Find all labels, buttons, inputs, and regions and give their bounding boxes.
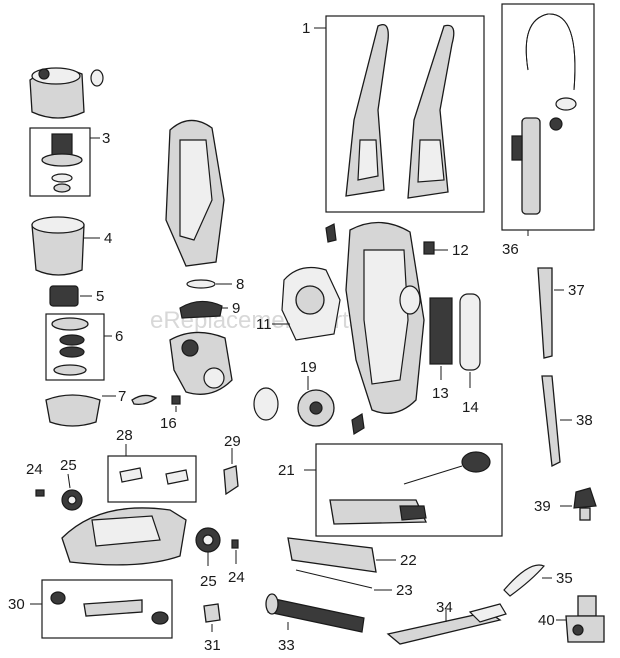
nozzle-hose[interactable] (403, 451, 491, 485)
screw-16[interactable] (171, 395, 181, 405)
separator-assembly-box (45, 313, 105, 381)
label-4: 4 (104, 230, 112, 247)
turbo-tool[interactable] (565, 595, 605, 643)
label-21: 21 (278, 462, 295, 479)
label-13: 13 (432, 385, 449, 402)
agitator-assembly-box (41, 579, 173, 639)
label-19: 19 (300, 359, 317, 376)
filter-grill[interactable] (459, 293, 481, 371)
label-40: 40 (538, 612, 555, 629)
label-8: 8 (236, 276, 244, 293)
label-35: 35 (556, 570, 573, 587)
latch-clip[interactable] (131, 394, 158, 406)
label-30: 30 (8, 596, 25, 613)
cord-reel-cover[interactable] (281, 267, 341, 341)
label-25-right: 25 (200, 573, 217, 590)
label-5: 5 (96, 288, 104, 305)
hinge-left[interactable] (119, 467, 143, 483)
wheel-25-left[interactable] (61, 489, 83, 511)
handle-assembly-box (325, 15, 485, 213)
belt-35[interactable] (503, 564, 545, 597)
filter-assembly-box (29, 127, 91, 197)
fan-wheel[interactable] (297, 389, 335, 427)
label-3: 3 (102, 130, 110, 147)
clip-part[interactable] (351, 413, 365, 435)
handle-front[interactable] (345, 23, 389, 197)
latch-12[interactable] (423, 241, 435, 255)
hinge-assembly-box (107, 455, 197, 503)
separator-stack[interactable] (51, 317, 89, 376)
screw-24-left[interactable] (35, 489, 45, 497)
main-body-housing[interactable] (325, 221, 425, 414)
label-24-right: 24 (228, 569, 245, 586)
extension-wand[interactable] (537, 267, 553, 359)
hose-wand[interactable] (511, 117, 563, 215)
label-11: 11 (256, 316, 272, 333)
label-31: 31 (204, 637, 221, 654)
clip-31[interactable] (203, 603, 221, 623)
dirt-cup[interactable] (31, 216, 85, 276)
hinge-right[interactable] (165, 469, 189, 485)
dirt-cup-base[interactable] (45, 394, 101, 427)
belt-ring[interactable] (253, 387, 279, 421)
pedal-29[interactable] (223, 465, 239, 496)
label-29: 29 (224, 433, 241, 450)
label-34: 34 (436, 599, 453, 616)
label-38: 38 (576, 412, 593, 429)
label-25-left: 25 (60, 457, 77, 474)
label-1: 1 (302, 20, 310, 37)
label-12: 12 (452, 242, 469, 259)
label-23: 23 (396, 582, 413, 599)
label-36: 36 (502, 241, 519, 258)
cyclone-filter[interactable] (49, 285, 79, 307)
hepa-filter[interactable] (429, 297, 453, 365)
base-foot[interactable] (61, 507, 187, 566)
label-22: 22 (400, 552, 417, 569)
hose[interactable] (525, 13, 577, 111)
pre-motor-filter-cone[interactable] (41, 133, 83, 193)
wheel-25-right[interactable] (195, 527, 221, 553)
label-37: 37 (568, 282, 585, 299)
label-39: 39 (534, 498, 551, 515)
handle-rear[interactable] (407, 24, 455, 199)
label-7: 7 (118, 388, 126, 405)
upholstery-tool[interactable] (386, 603, 507, 645)
agitator-parts[interactable] (50, 591, 169, 625)
dusting-brush[interactable] (573, 487, 597, 521)
upper-handle-housing[interactable] (165, 119, 225, 267)
dirt-cup-lid[interactable] (29, 67, 104, 119)
hose-assembly-box (501, 3, 595, 231)
motor-housing[interactable] (169, 331, 233, 395)
brush-bristle-strip[interactable] (295, 569, 373, 589)
gasket-ring[interactable] (186, 279, 216, 289)
nozzle-assembly-box (315, 443, 503, 537)
label-16: 16 (160, 415, 177, 432)
label-33: 33 (278, 637, 295, 654)
label-14: 14 (462, 399, 479, 416)
brush-roll[interactable] (265, 593, 365, 633)
motor-cover[interactable] (179, 300, 223, 319)
bottom-plate[interactable] (287, 537, 377, 573)
label-28: 28 (116, 427, 133, 444)
nozzle-head[interactable] (329, 499, 427, 525)
screw-24-right[interactable] (231, 539, 239, 549)
label-6: 6 (115, 328, 123, 345)
label-24-left: 24 (26, 461, 43, 478)
label-9: 9 (232, 300, 240, 317)
crevice-tool[interactable] (541, 375, 561, 467)
